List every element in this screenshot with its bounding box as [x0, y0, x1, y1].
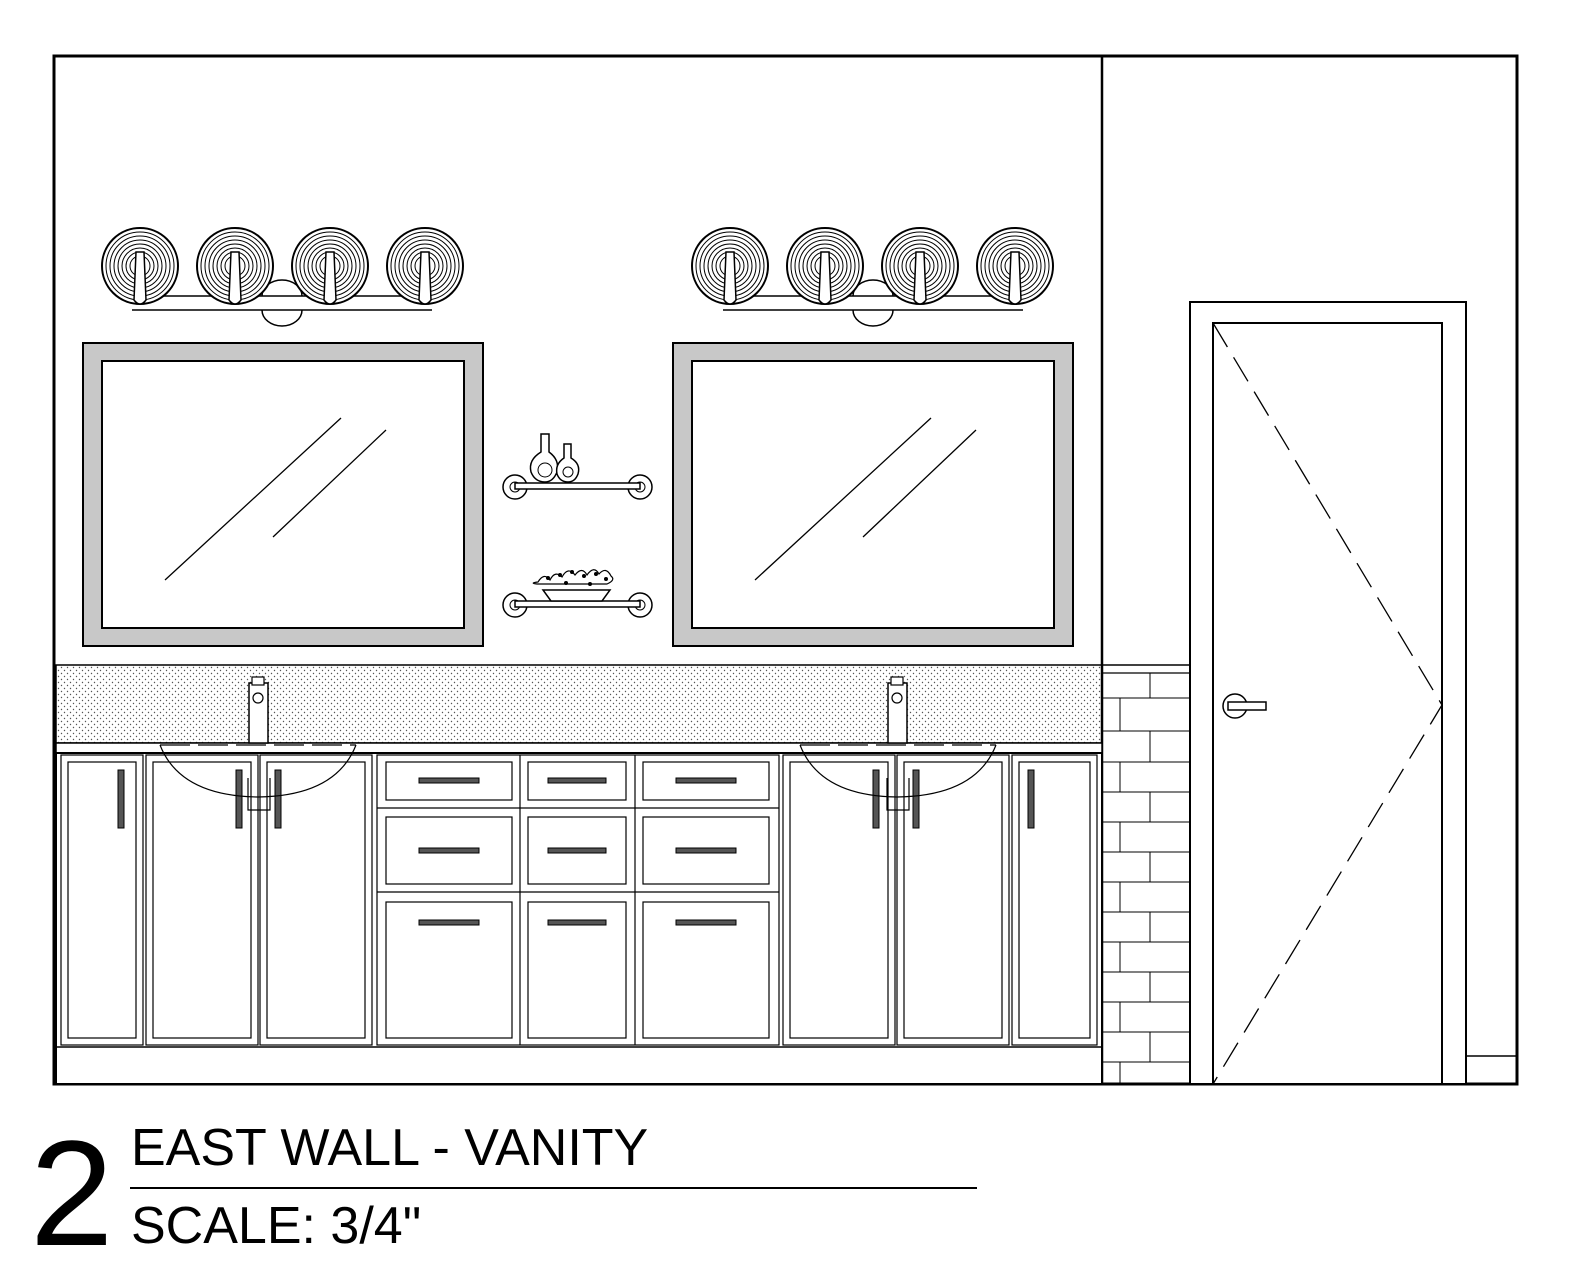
sconce-globe-7 [881, 227, 959, 305]
floating-shelf-upper [502, 433, 653, 500]
vase-icon [529, 433, 580, 483]
sconce-globe-4 [386, 227, 464, 305]
vanity-cabinet [55, 752, 1103, 1085]
lever-handle-icon [1222, 693, 1267, 719]
sconce-globe-3 [291, 227, 369, 305]
faucet-right [887, 676, 908, 744]
decorative-bowl-icon [532, 569, 614, 602]
backsplash [55, 664, 1103, 754]
sink-right [799, 744, 997, 811]
sconce-globe-1 [101, 227, 179, 305]
sconce-globe-2 [196, 227, 274, 305]
door [1189, 301, 1467, 1085]
vanity-light-left [101, 227, 464, 327]
sconce-globe-6 [786, 227, 864, 305]
sconce-globe-5 [691, 227, 769, 305]
faucet-left [248, 676, 269, 744]
mirror-right [672, 342, 1074, 647]
sconce-globe-8 [976, 227, 1054, 305]
vanity-light-right [691, 227, 1054, 327]
mirror-left [82, 342, 484, 647]
floating-shelf-lower [502, 569, 653, 618]
sink-left [159, 744, 357, 811]
subway-tile-wall [1102, 664, 1190, 1084]
